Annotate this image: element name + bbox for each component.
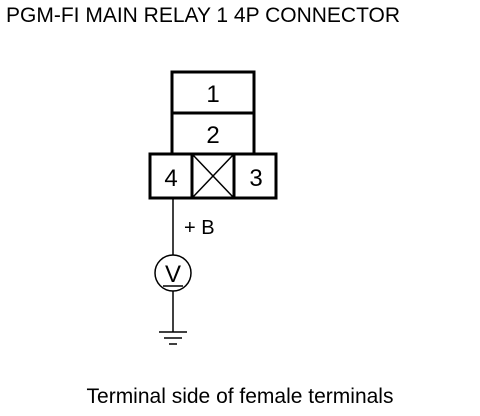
blank-cavity-x-icon <box>192 154 234 198</box>
terminal-2-label: 2 <box>206 122 219 149</box>
diagram-title: PGM-FI MAIN RELAY 1 4P CONNECTOR <box>6 4 401 27</box>
terminal-4-label: 4 <box>164 165 177 192</box>
terminal-1-label: 1 <box>206 81 219 108</box>
terminal-row-bottom <box>148 152 278 200</box>
voltmeter-icon: V <box>154 254 192 292</box>
terminal-3-label: 3 <box>249 165 262 192</box>
ground-icon <box>159 331 187 345</box>
voltmeter-symbol: V <box>165 261 181 288</box>
connector-body <box>148 70 278 200</box>
probe-label: + B <box>184 217 215 239</box>
diagram-caption: Terminal side of female terminals <box>86 385 394 408</box>
